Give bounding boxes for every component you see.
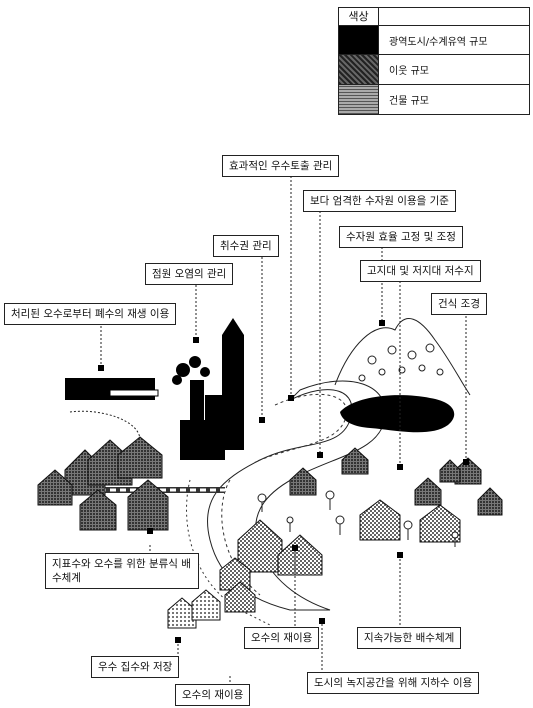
callout-stormwater: 효과적인 우수토출 관리 [222,155,339,177]
callout-collection: 우수 집수와 저장 [91,656,179,678]
callout-intake: 취수권 관리 [213,235,279,257]
callout-highlow: 고지대 및 저지대 저수지 [360,260,481,282]
callout-separate: 지표수와 오수를 위한 분류식 배수체계 [45,553,199,589]
callout-construction: 건식 조경 [431,293,487,315]
callout-efficiency: 수자원 효율 고정 및 조정 [339,226,463,248]
light-houses [168,590,220,628]
dark-houses [38,437,168,530]
callout-groundwater: 도시의 녹지공간을 위해 지하수 이용 [307,672,479,694]
callout-reuse-treated: 처리된 오수로부터 폐수의 재생 이용 [4,303,176,325]
factory-complex [172,318,244,460]
callout-pointsource: 점원 오염의 관리 [145,263,233,285]
callout-reuse-bottom: 오수의 재이용 [175,684,250,706]
treatment-plant [65,378,158,400]
callout-reuse-sewage: 오수의 재이용 [244,627,319,649]
callout-sustainable: 지속가능한 배수체계 [357,627,461,649]
callout-stricter: 보다 엄격한 수자원 이용을 기준 [303,190,456,212]
